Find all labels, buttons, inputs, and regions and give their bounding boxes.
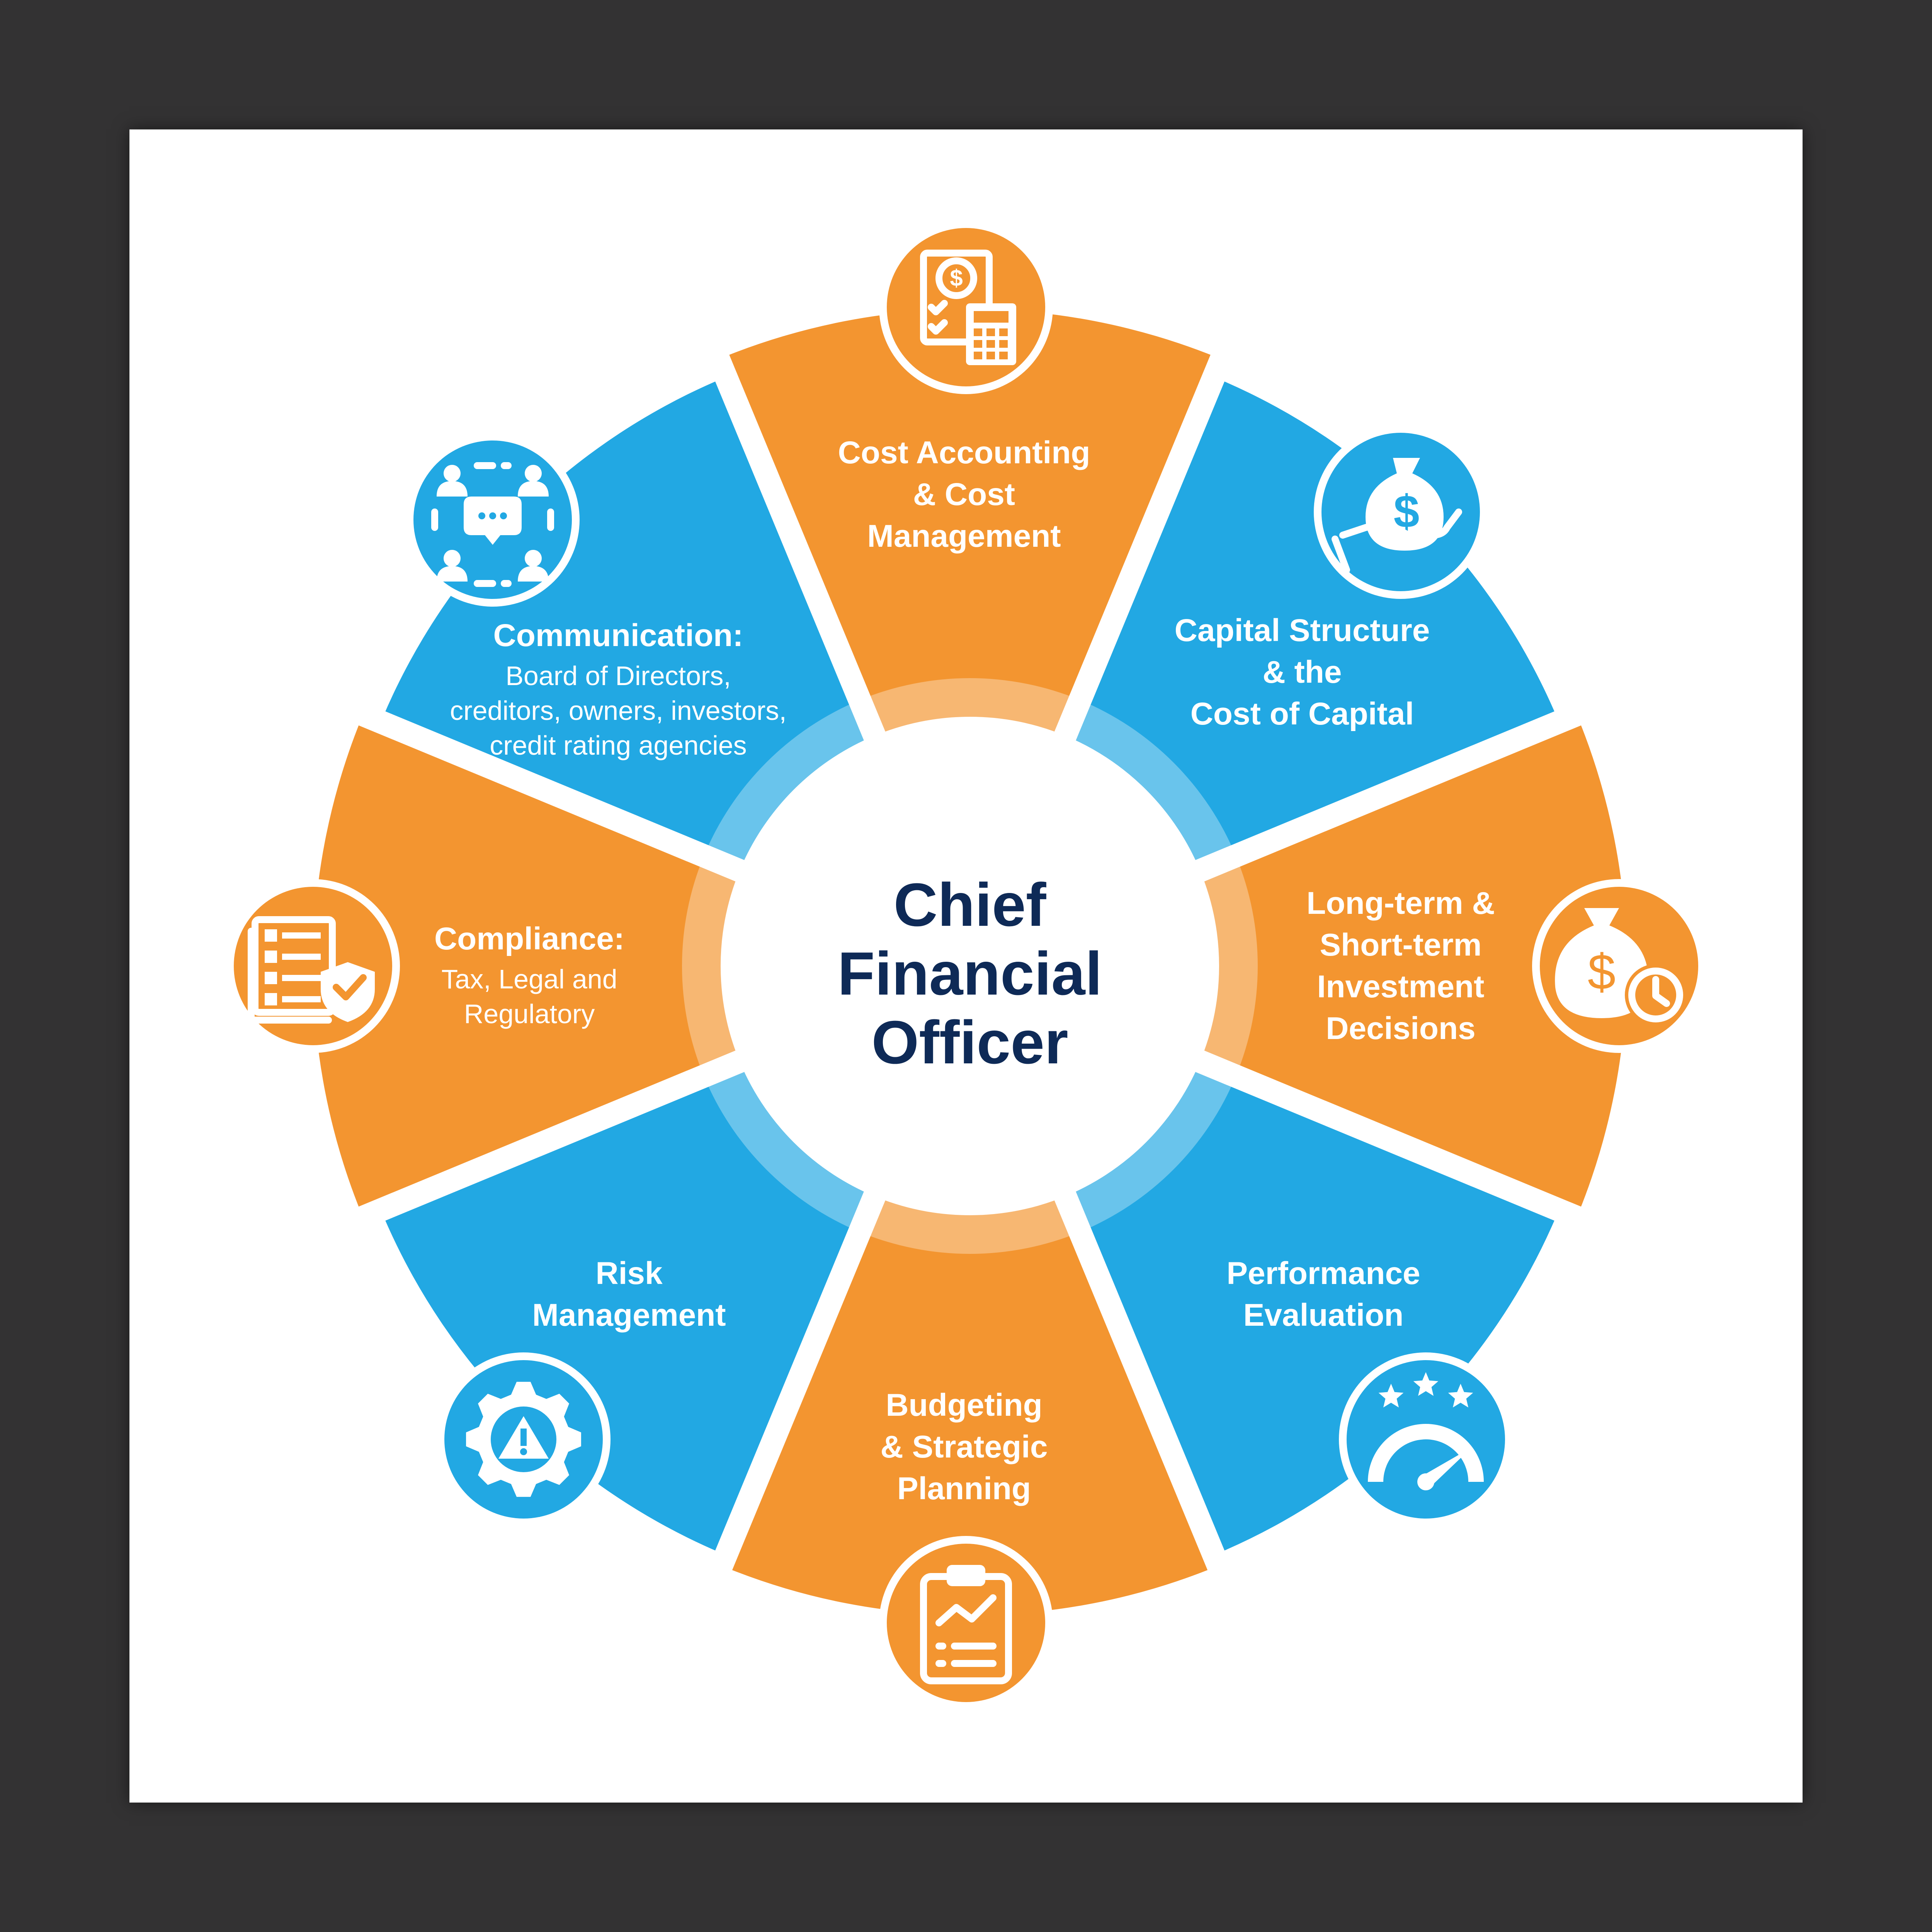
segment-title-line: Performance <box>1226 1256 1420 1291</box>
segment-subtitle-line: Tax, Legal and <box>441 964 617 994</box>
gear-warning-icon <box>437 1352 611 1526</box>
segment-title-line: Long-term & <box>1306 886 1495 921</box>
segment-title-line: Planning <box>897 1471 1031 1506</box>
clipboard-chart-icon <box>879 1536 1053 1710</box>
center-title-line: Financial <box>837 940 1102 1008</box>
segment-subtitle-line: creditors, owners, investors, <box>450 696 787 726</box>
svg-text:$: $ <box>1588 944 1616 1000</box>
center-title: Chief Financial Officer <box>838 871 1102 1077</box>
segment-title-line: & Strategic <box>880 1429 1048 1464</box>
segment-compliance <box>313 720 970 1212</box>
segment-subtitle-line: Regulatory <box>464 999 595 1029</box>
center-disc <box>721 717 1219 1215</box>
svg-text:$: $ <box>950 265 963 291</box>
segment-title-line: Short-term <box>1320 927 1482 963</box>
segment-title-line: Compliance: <box>434 921 625 956</box>
segment-title-line: Management <box>532 1298 726 1333</box>
people-chat-icon <box>406 433 580 607</box>
segment-title-line: Evaluation <box>1243 1298 1404 1333</box>
segment-title-line: Cost Accounting <box>838 435 1090 470</box>
segment-subtitle-line: credit rating agencies <box>490 730 747 760</box>
label-communication: Communication: Board of Directors, credito… <box>450 615 786 761</box>
segment-investment-decisions <box>970 720 1627 1212</box>
segment-title-line: Cost of Capital <box>1190 696 1414 731</box>
center-title-line: Chief <box>893 871 1046 939</box>
segment-subtitle-line: Board of Directors, <box>505 661 731 691</box>
segment-title-line: Management <box>867 519 1061 554</box>
money-bag-hand-icon: $ <box>1314 425 1488 599</box>
segment-title-line: Capital Structure <box>1174 613 1430 648</box>
segment-cost-accounting <box>724 309 1216 966</box>
segment-title-line: Risk <box>595 1256 663 1291</box>
segment-title-line: & the <box>1262 655 1342 690</box>
segment-title-line: Investment <box>1317 969 1485 1004</box>
segment-budgeting <box>726 966 1213 1616</box>
money-bag-clock-icon: $ <box>1532 879 1706 1053</box>
invoice-calculator-icon: $ <box>879 220 1053 394</box>
center-title-line: Officer <box>871 1009 1068 1077</box>
segment-title-line: & Cost <box>913 477 1015 512</box>
gauge-stars-icon <box>1339 1352 1513 1526</box>
segment-title-line: Budgeting <box>886 1388 1043 1423</box>
segment-title-line: Decisions <box>1326 1011 1476 1046</box>
checklist-shield-icon <box>226 879 400 1053</box>
segment-title-line: Communication: <box>493 618 743 653</box>
